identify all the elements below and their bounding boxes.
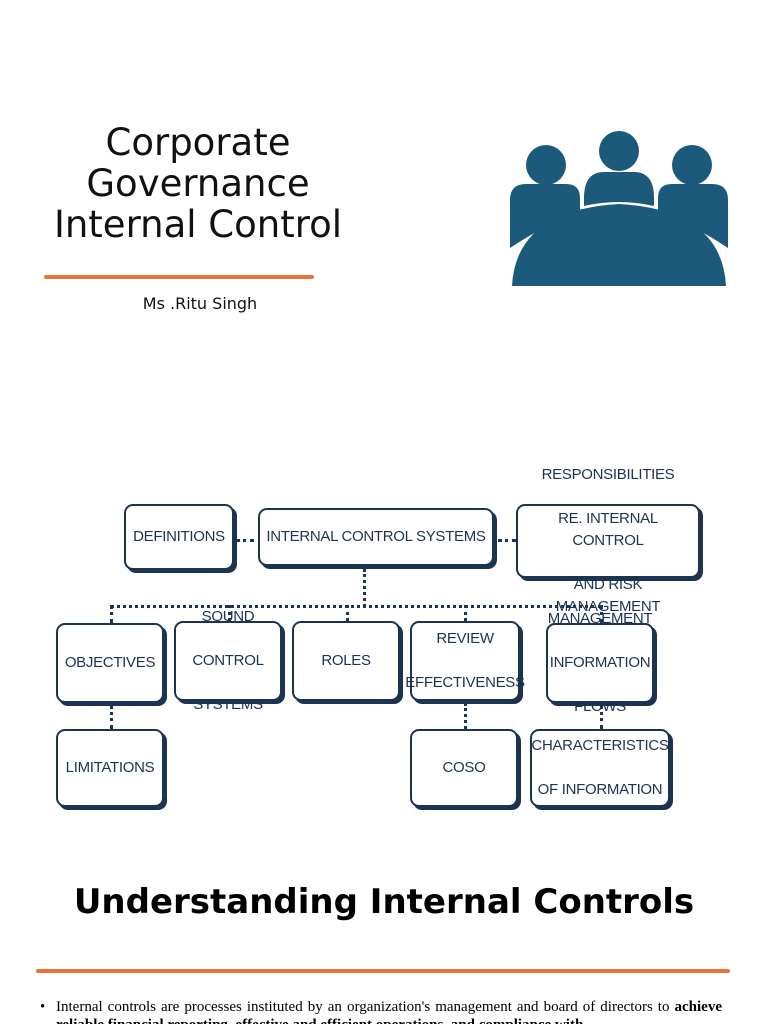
node-review-effectiveness: REVIEW EFFECTIVENESS	[405, 621, 525, 701]
title-line-1: Corporate	[105, 121, 291, 164]
node-sound-line-3: SYSTEMS	[193, 696, 263, 713]
node-sound-control-systems: SOUND CONTROL SYSTEMS	[174, 608, 282, 713]
person-left-body-icon	[510, 184, 580, 248]
bullet-list: Internal controls are processes institut…	[40, 998, 722, 1024]
bullet-text: Internal controls are processes institut…	[56, 999, 670, 1015]
node-roles-label: ROLES	[321, 652, 371, 669]
bullet-bold-text: achieve reliable financial reporting, ef…	[56, 999, 722, 1024]
connector-review	[464, 605, 467, 621]
node-definitions-label: DEFINITIONS	[133, 528, 225, 545]
node-review-text: REVIEW EFFECTIVENESS	[405, 606, 525, 716]
node-responsibilities-line-2: RE. INTERNAL CONTROL	[558, 510, 658, 549]
connector-coso	[464, 703, 467, 729]
node-responsibilities-line-3: AND RISK MANAGEMENT	[555, 576, 661, 615]
node-responsibilities-line-1: RESPONSIBILITIES	[541, 466, 675, 483]
node-mif-text: MANAGEMENT INFORMATION FLOWS	[548, 586, 653, 740]
section-heading: Understanding Internal Controls	[73, 882, 695, 922]
node-limitations-label: LIMITATIONS	[65, 759, 155, 776]
node-sound-line-2: CONTROL	[192, 652, 264, 669]
node-objectives-label: OBJECTIVES	[64, 654, 156, 671]
title-line-2: Governance	[86, 162, 310, 205]
connector-roles	[346, 605, 349, 621]
internal-control-diagram: DEFINITIONS INTERNAL CONTROL SYSTEMS RES…	[40, 466, 720, 825]
connector-objectives	[110, 605, 113, 623]
node-ics-label: INTERNAL CONTROL SYSTEMS	[266, 528, 486, 545]
title-underline	[44, 275, 314, 279]
node-characteristics-line-1: CHARACTERISTICS	[531, 737, 669, 754]
list-item: Internal controls are processes institut…	[40, 998, 722, 1024]
node-limitations: LIMITATIONS	[56, 729, 164, 807]
person-right-head-icon	[672, 145, 712, 185]
node-definitions: DEFINITIONS	[124, 504, 234, 570]
node-mif-line-2: INFORMATION	[549, 654, 651, 671]
node-sound-line-1: SOUND	[201, 608, 255, 625]
connector-characteristics	[600, 705, 603, 729]
table-icon	[512, 204, 726, 286]
node-characteristics-of-information: CHARACTERISTICS OF INFORMATION	[530, 729, 670, 807]
person-center-body-icon	[584, 172, 654, 206]
connector-bus	[110, 605, 602, 608]
node-characteristics-text: CHARACTERISTICS OF INFORMATION	[531, 713, 668, 823]
author-name: Ms .Ritu Singh	[142, 294, 258, 313]
person-left-head-icon	[526, 145, 566, 185]
section-underline	[36, 969, 730, 973]
node-mif-line-3: FLOWS	[574, 698, 626, 715]
node-characteristics-line-2: OF INFORMATION	[537, 781, 663, 798]
slide-title: Corporate Governance Internal Control	[20, 122, 376, 245]
node-sound-text: SOUND CONTROL SYSTEMS	[192, 584, 264, 738]
node-review-line-2: EFFECTIVENESS	[405, 674, 525, 691]
node-coso: COSO	[410, 729, 518, 807]
node-responsibilities: RESPONSIBILITIES RE. INTERNAL CONTROL AN…	[516, 466, 700, 615]
person-right-body-icon	[658, 184, 728, 248]
person-center-head-icon	[599, 131, 639, 171]
node-objectives: OBJECTIVES	[56, 623, 164, 703]
connector-mif	[600, 605, 603, 623]
node-roles: ROLES	[292, 621, 400, 701]
connector-definitions	[236, 539, 254, 542]
connector-responsibilities	[498, 539, 516, 542]
node-management-information-flows: MANAGEMENT INFORMATION FLOWS	[546, 610, 654, 715]
node-coso-label: COSO	[442, 759, 486, 776]
connector-sound	[228, 605, 231, 621]
node-internal-control-systems: INTERNAL CONTROL SYSTEMS	[258, 508, 494, 566]
title-line-3: Internal Control	[53, 203, 343, 246]
node-mif-line-1: MANAGEMENT	[547, 610, 653, 627]
node-review-line-1: REVIEW	[436, 630, 494, 647]
connector-trunk	[363, 569, 366, 607]
node-responsibilities-text: RESPONSIBILITIES RE. INTERNAL CONTROL AN…	[522, 442, 694, 640]
meeting-people-icon	[510, 131, 728, 286]
connector-limitations	[110, 705, 113, 729]
